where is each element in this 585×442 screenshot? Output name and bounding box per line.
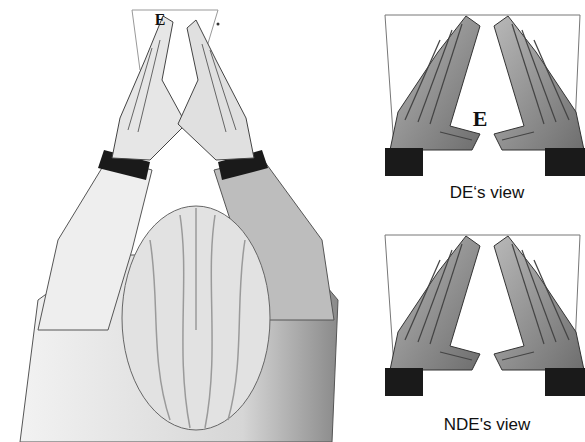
screen-letter: E <box>473 108 488 130</box>
screen-letter: E <box>155 12 166 28</box>
view-caption: NDE's view <box>444 416 530 433</box>
view-caption: DE‘s view <box>450 184 525 201</box>
